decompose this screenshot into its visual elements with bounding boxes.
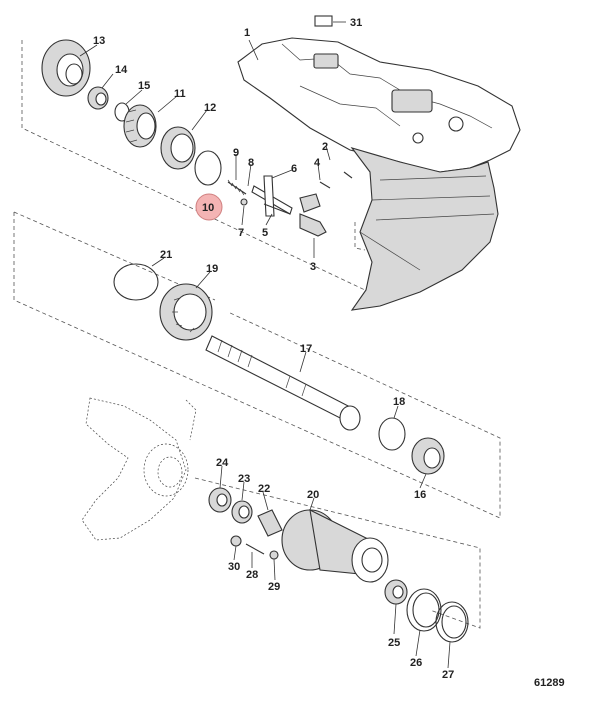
callout-16: 16 [414,489,426,501]
callout-22: 22 [258,483,270,495]
part-4-cam [299,193,321,213]
callout-4: 4 [314,157,321,169]
part-16-gear [411,437,445,475]
callout-6: 6 [291,163,297,175]
part-28-pin [245,543,265,555]
part-25-bearing [384,579,408,605]
gear-housing [237,37,521,311]
callout-19: 19 [206,263,218,275]
callout-27: 27 [442,669,454,681]
part-12-race [160,126,196,170]
callout-7: 7 [238,227,244,239]
part-20-clutch-gear [281,509,389,583]
part-23-washer [231,500,253,524]
callout-23: 23 [238,473,250,485]
part-10-o-ring [194,150,222,186]
part-29-clip [269,550,279,560]
part-3-cam-follower [299,213,327,237]
callout-20: 20 [307,489,319,501]
part-7-pin [240,198,248,206]
callout-17: 17 [300,343,312,355]
callout-15: 15 [138,80,150,92]
part-2-pin [343,171,353,179]
part-30-nut [230,535,242,547]
callout-21: 21 [160,249,172,261]
callout-30: 30 [228,561,240,573]
callout-28: 28 [246,569,258,581]
part-21-o-ring [113,263,159,301]
part-18-o-ring [378,417,406,451]
callout-1: 1 [244,27,250,39]
callout-24: 24 [216,457,229,469]
callout-2: 2 [322,141,328,153]
part-22-sleeve [257,509,283,537]
part-19-bearing-carrier [159,283,213,341]
part-27-shim [435,601,469,643]
callout-31: 31 [350,17,362,29]
callout-12: 12 [204,102,216,114]
callout-8: 8 [248,157,254,169]
callout-labels: 1 2 3 4 5 6 7 8 9 10 11 12 13 14 15 16 1… [93,17,454,681]
part-6-shift-shaft [251,175,293,217]
callout-18: 18 [393,396,405,408]
callout-14: 14 [115,64,128,76]
callout-5: 5 [262,227,268,239]
callout-26: 26 [410,657,422,669]
callout-10: 10 [202,202,214,214]
part-5-rod [263,203,291,215]
part-31-icon [314,15,333,27]
callout-10-highlight [195,193,223,221]
part-14-bearing [87,86,109,110]
callout-11: 11 [174,88,186,100]
part-13-seal [41,39,91,97]
document-number: 61289 [534,677,565,689]
callout-29: 29 [268,581,280,593]
part-9-spring [227,179,247,196]
callout-25: 25 [388,637,400,649]
callout-3: 3 [310,261,316,273]
part-17-propshaft [205,335,361,431]
part-4b-pin [319,181,331,189]
propeller-outline [81,397,197,541]
leader-lines [79,21,451,669]
part-24-washer [208,487,232,513]
callout-9: 9 [233,147,239,159]
part-11-roller-bearing [123,104,157,148]
callout-13: 13 [93,35,105,47]
